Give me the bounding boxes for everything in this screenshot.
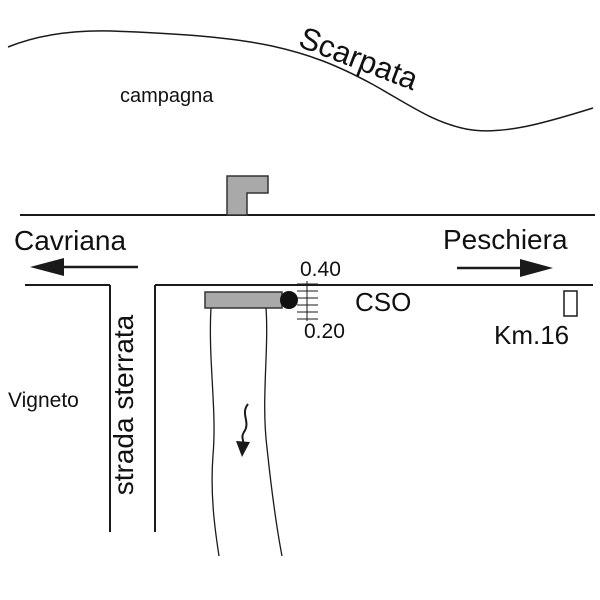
vigneto-label: Vigneto [8,389,79,412]
dimension-top-label: 0.40 [300,258,341,281]
km-marker-label: Km.16 [494,320,569,350]
stream-left-bank-line [209,307,220,557]
campagna-label: campagna [120,85,214,107]
dimension-bottom-label: 0.20 [304,320,345,343]
peschiera-arrow-head-icon [520,259,553,277]
dimension-hatch-marks [297,283,318,320]
flow-arrow-head-icon [236,441,250,457]
scarpata-ridge-line [7,30,594,132]
strada-sterrata-label: strada sterrata [108,314,139,495]
cavriana-arrow-head-icon [30,258,64,276]
shoulder-bar-shape [204,291,283,309]
building-shape [226,175,269,216]
peschiera-label: Peschiera [443,224,568,255]
kilometer-stone-shape [563,290,578,317]
cavriana-label: Cavriana [14,225,126,256]
sighting-point-marker [280,291,298,309]
stream-right-bank-line [264,307,283,557]
cso-label: CSO [355,287,411,317]
